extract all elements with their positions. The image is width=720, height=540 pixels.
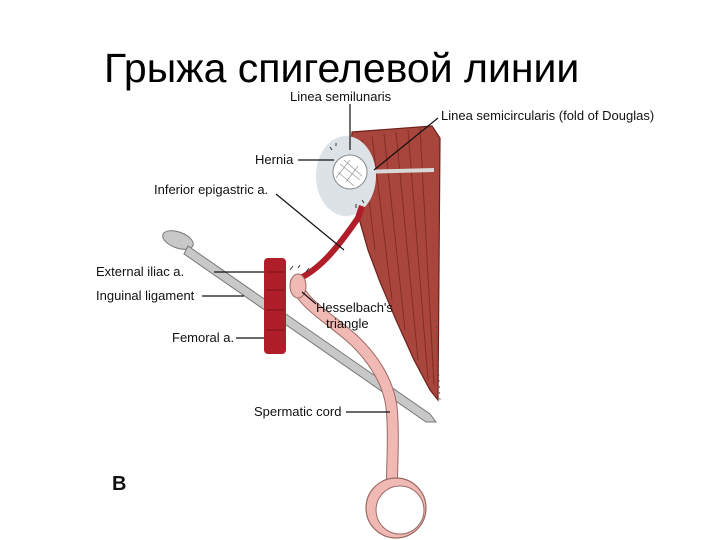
label-spermatic-cord: Spermatic cord [254, 404, 341, 419]
spermatic-cord [289, 264, 399, 486]
label-inferior-epigastric: Inferior epigastric a. [154, 182, 268, 197]
hernia-sac [316, 136, 376, 216]
testis [365, 477, 427, 539]
label-external-iliac: External iliac a. [96, 264, 184, 279]
femoral-artery [264, 258, 286, 354]
label-hesselbach-line1: Hesselbach's [316, 300, 393, 315]
panel-letter: B [112, 473, 126, 495]
slide-title: Грыжа спигелевой линии [104, 45, 580, 91]
label-linea-semilunaris: Linea semilunaris [290, 89, 392, 104]
label-linea-semicircularis: Linea semicircularis (fold of Douglas) [441, 108, 654, 123]
label-inguinal-ligament: Inguinal ligament [96, 288, 195, 303]
inferior-epigastric-artery [290, 205, 365, 285]
label-hernia: Hernia [255, 152, 294, 167]
label-hesselbach-line2: triangle [326, 316, 369, 331]
leader-lines [202, 104, 439, 413]
label-femoral: Femoral a. [172, 330, 234, 345]
